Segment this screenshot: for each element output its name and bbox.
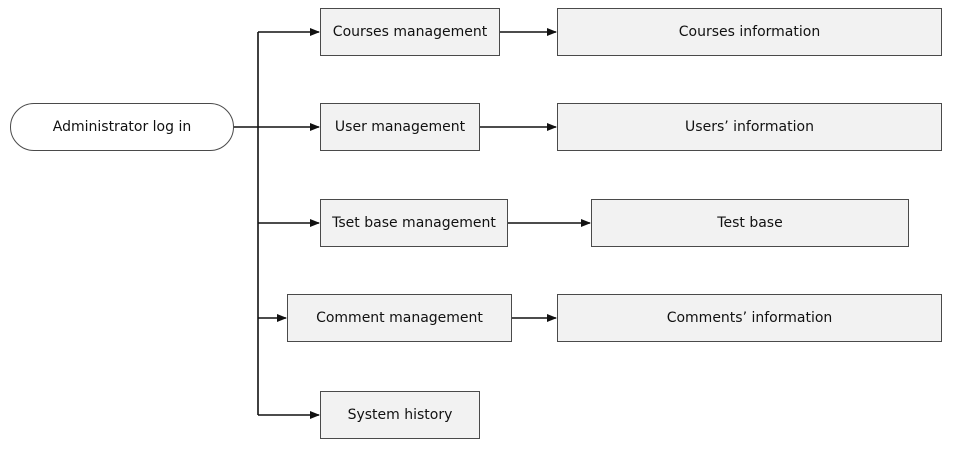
test-base-box: Test base <box>591 199 909 247</box>
courses-information-box: Courses information <box>557 8 942 56</box>
test-base-label: Test base <box>717 214 783 231</box>
start-node-administrator-log-in: Administrator log in <box>10 103 234 151</box>
courses-management-box: Courses management <box>320 8 500 56</box>
comments-information-box: Comments’ information <box>557 294 942 342</box>
users-information-label: Users’ information <box>685 118 814 135</box>
users-information-box: Users’ information <box>557 103 942 151</box>
courses-management-label: Courses management <box>332 23 488 40</box>
user-management-label: User management <box>334 118 466 135</box>
system-history-box: System history <box>320 391 480 439</box>
comments-information-label: Comments’ information <box>666 309 833 326</box>
courses-information-label: Courses information <box>678 23 821 40</box>
comment-management-box: Comment management <box>287 294 512 342</box>
test-base-management-label: Tset base management <box>332 214 496 231</box>
comment-management-label: Comment management <box>316 309 483 326</box>
system-history-label: System history <box>347 406 453 423</box>
test-base-management-box: Tset base management <box>320 199 508 247</box>
start-node-label: Administrator log in <box>52 118 192 135</box>
user-management-box: User management <box>320 103 480 151</box>
